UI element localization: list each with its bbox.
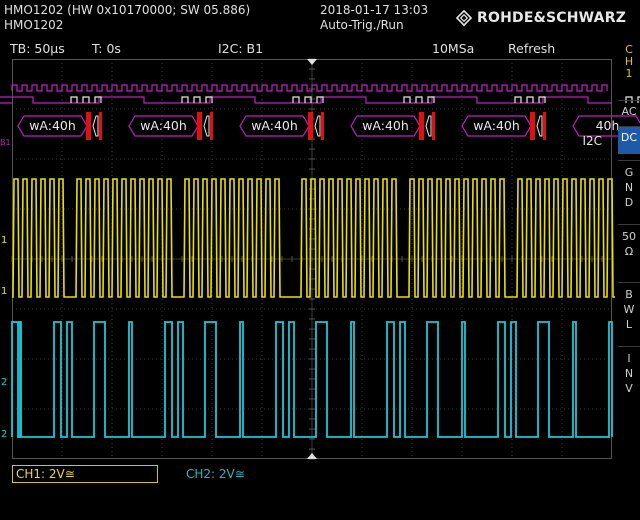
ch2-offset-marker[interactable]: 2 (1, 377, 8, 388)
ch2-waveform (11, 321, 613, 438)
bus-ack-pulse (526, 96, 534, 103)
bus-data-tag (425, 115, 432, 137)
sidebar-button-ac[interactable]: AC (618, 100, 640, 124)
bus-ref-marker: B1 (0, 138, 11, 147)
bus-data-tag (203, 115, 210, 137)
bus-marker-bar (308, 112, 313, 140)
bus-data-tag (536, 115, 543, 137)
bus-data-tag (314, 115, 321, 137)
bus-ack-pulse (94, 96, 102, 103)
bus-ack-pulse (292, 96, 300, 103)
bus-marker-bar (530, 112, 535, 140)
trigger-mode: Auto-Trig./Run (320, 18, 404, 32)
datetime: 2018-01-17 13:03 (320, 3, 429, 17)
bus-frame-label: wA:40h (140, 118, 187, 133)
bus-ack-pulse (70, 96, 78, 103)
bus-ack-pulse (304, 96, 312, 103)
bus-ack-pulse (181, 96, 189, 103)
brand-logo: ROHDE&SCHWARZ (455, 8, 626, 28)
bus-marker-bar (432, 112, 435, 140)
bus-ack-pulse (403, 96, 411, 103)
bus-ack-pulse (427, 96, 435, 103)
ch1-waveform (12, 178, 615, 298)
bus-marker-bar (210, 112, 213, 140)
ch1-scale[interactable]: CH1: 2V≅ (12, 465, 158, 483)
bus-marker-bar (197, 112, 202, 140)
bus-marker-bar (99, 112, 102, 140)
trigger-time[interactable]: T: 0s (92, 41, 121, 56)
ch2-ref-marker[interactable]: 2 (1, 429, 8, 440)
bus-marker-bar (419, 112, 424, 140)
ch1-ref-marker[interactable]: 1 (1, 286, 8, 297)
bus-ack-pulse (514, 96, 522, 103)
bus-scl-line (11, 84, 608, 92)
bus-setting[interactable]: I2C: B1 (218, 41, 264, 56)
bus-ack-pulse (193, 96, 201, 103)
ch1-offset-marker[interactable]: 1 (1, 235, 8, 246)
timebase[interactable]: TB: 50µs (10, 41, 65, 56)
bus-frame-label: wA:40h (29, 118, 76, 133)
bus-tail-label: I2C (582, 134, 602, 148)
bus-data-tag (92, 115, 99, 137)
status-info: 2018-01-17 13:03 Auto-Trig./Run (320, 3, 428, 33)
bus-ack-pulse (205, 96, 213, 103)
acquisition-mode[interactable]: Refresh (508, 41, 556, 56)
brand-name: ROHDE&SCHWARZ (477, 10, 627, 26)
bus-marker-bar (86, 112, 91, 140)
rs-diamond-icon (455, 9, 473, 27)
ch2-scale[interactable]: CH2: 2V≅ (186, 467, 245, 481)
bus-frame-outline (572, 115, 640, 137)
sidebar-channel-label: C H 1 (624, 43, 634, 80)
trigger-position-marker (307, 59, 317, 65)
bus-sda-line (0, 96, 612, 104)
bus-frame-label: wA:40h (251, 118, 298, 133)
bus-marker-bar (321, 112, 324, 140)
info-bar: TB: 50µs T: 0s I2C: B1 10MSa Refresh (0, 40, 612, 58)
bus-ack-pulse (415, 96, 423, 103)
bus-ack-pulse (82, 96, 90, 103)
trigger-position-marker-bottom (307, 453, 317, 459)
bus-ack-pulse (538, 96, 546, 103)
bus-frame-label: wA:40h (362, 118, 409, 133)
bus-ack-pulse (316, 96, 324, 103)
bus-marker-bar (543, 112, 546, 140)
device-line: HMO1202 (HW 0x10170000; SW 05.886) (4, 3, 251, 17)
sample-rate: 10MSa (432, 41, 475, 56)
footer-bar: CH1: 2V≅ CH2: 2V≅ (0, 462, 640, 486)
sidebar-button-dc[interactable]: DC (618, 126, 640, 154)
bus-frame-label: wA:40h (473, 118, 520, 133)
bus-frame-label: 40h (596, 118, 620, 133)
device-model: HMO1202 (4, 18, 64, 32)
device-info: HMO1202 (HW 0x10170000; SW 05.886) HMO12… (4, 3, 250, 33)
